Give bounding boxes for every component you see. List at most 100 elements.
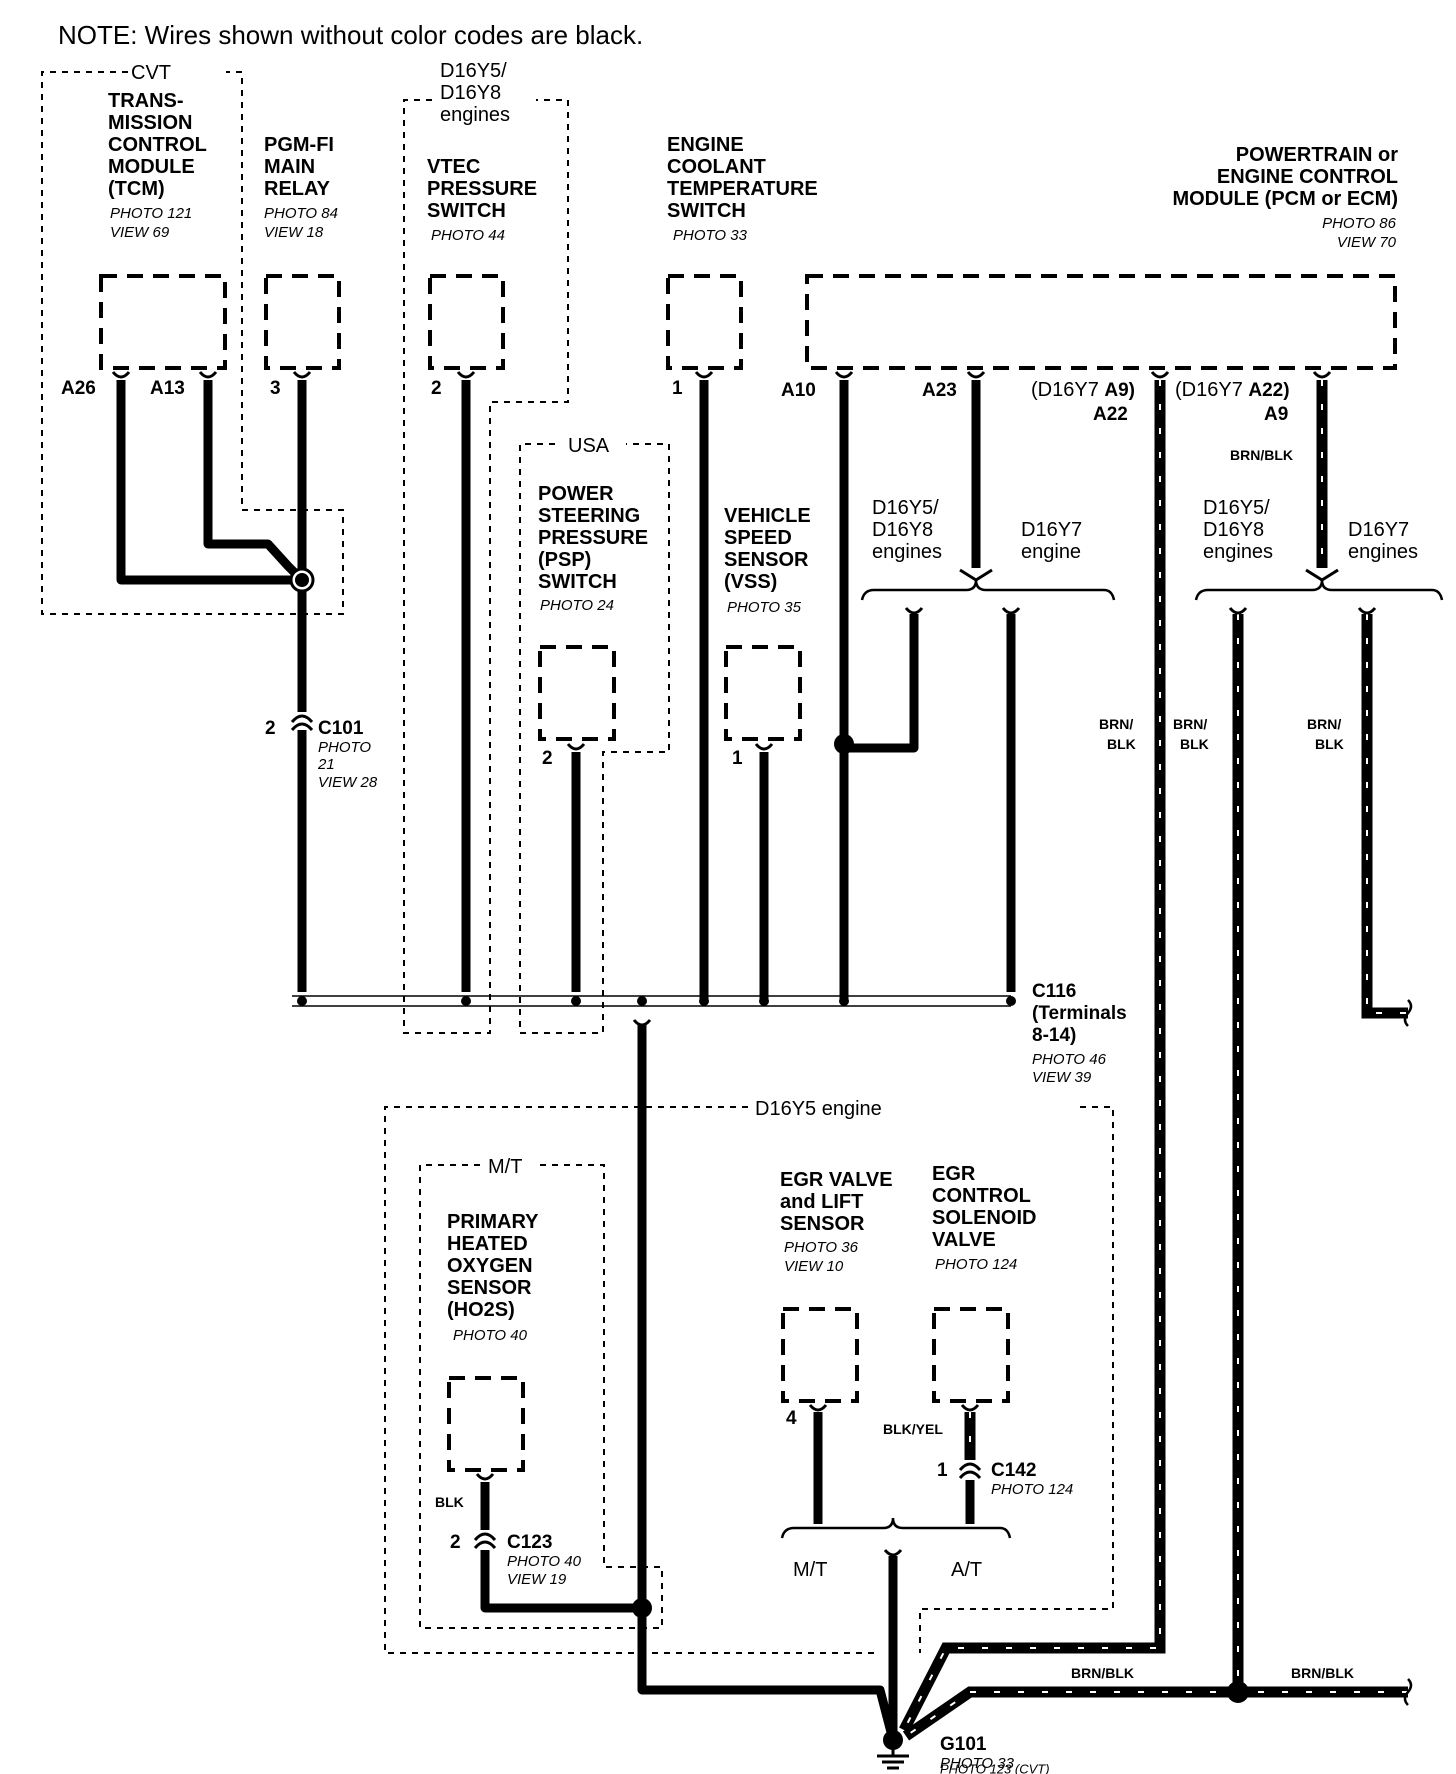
svg-text:C142: C142	[991, 1460, 1036, 1481]
svg-text:C116: C116	[1032, 981, 1076, 1002]
c123-label: C123 PHOTO 40 VIEW 19	[507, 1532, 582, 1588]
svg-text:G101: G101	[940, 1734, 987, 1755]
svg-text:8-14): 8-14)	[1032, 1025, 1076, 1046]
svg-text:A22: A22	[1093, 404, 1128, 425]
svg-text:PHOTO 33: PHOTO 33	[673, 227, 748, 244]
pin-labels: A26 A13 3 2 1 A10 A23 (D16Y7 A9) A22 (D1…	[61, 378, 1290, 1553]
vss-label: VEHICLE SPEED SENSOR (VSS) PHOTO 35	[724, 505, 811, 616]
svg-text:BRN/BLK: BRN/BLK	[1291, 1665, 1354, 1681]
svg-text:21: 21	[317, 756, 335, 773]
svg-text:PRESSURE: PRESSURE	[538, 527, 648, 549]
svg-text:BRN/: BRN/	[1173, 716, 1207, 732]
svg-text:D16Y5/: D16Y5/	[872, 497, 939, 519]
svg-text:MODULE (PCM or ECM): MODULE (PCM or ECM)	[1172, 188, 1398, 210]
wire-tcm-a13	[203, 380, 306, 584]
svg-text:BRN/BLK: BRN/BLK	[1071, 1665, 1134, 1681]
svg-text:MAIN: MAIN	[264, 156, 315, 178]
svg-text:BRN/BLK: BRN/BLK	[1230, 447, 1293, 463]
mt-group-label: M/T	[488, 1156, 522, 1178]
svg-text:BLK/YEL: BLK/YEL	[883, 1421, 943, 1437]
svg-text:2: 2	[542, 748, 553, 769]
usa-group-box	[519, 443, 670, 1034]
svg-text:POWERTRAIN or: POWERTRAIN or	[1236, 144, 1398, 166]
d16y5-engine-label: D16Y5 engine	[755, 1098, 882, 1120]
svg-text:A23: A23	[922, 380, 957, 401]
svg-text:PHOTO 44: PHOTO 44	[431, 227, 505, 244]
pcm-label: POWERTRAIN or ENGINE CONTROL MODULE (PCM…	[1172, 144, 1398, 251]
svg-text:(D16Y7 A22): (D16Y7 A22)	[1175, 379, 1290, 401]
svg-text:VIEW 28: VIEW 28	[318, 774, 378, 791]
vtec-engines-box	[403, 99, 569, 1034]
pgm-fi-relay-label: PGM-FI MAIN RELAY PHOTO 84 VIEW 18	[264, 134, 338, 241]
svg-text:VEHICLE: VEHICLE	[724, 505, 811, 527]
svg-text:PHOTO 36: PHOTO 36	[784, 1239, 859, 1256]
svg-text:PHOTO 40: PHOTO 40	[453, 1327, 528, 1344]
pgm-fi-relay-box	[264, 274, 341, 370]
svg-text:(TCM): (TCM)	[108, 178, 165, 200]
note-text: NOTE: Wires shown without color codes ar…	[58, 20, 643, 50]
wire-branch2-right	[1361, 614, 1408, 1019]
svg-text:PHOTO 121: PHOTO 121	[110, 205, 192, 222]
vtec-engines-label-2: D16Y8	[440, 82, 501, 104]
svg-text:SOLENOID: SOLENOID	[932, 1207, 1036, 1229]
svg-text:MISSION: MISSION	[108, 112, 192, 134]
svg-text:C123: C123	[507, 1532, 552, 1553]
svg-text:ENGINE: ENGINE	[667, 134, 744, 156]
cvt-group-label: CVT	[131, 62, 171, 84]
svg-text:PHOTO 123 (CVT): PHOTO 123 (CVT)	[940, 1762, 1050, 1774]
svg-text:(D16Y7 A9): (D16Y7 A9)	[1031, 379, 1135, 401]
svg-text:C101: C101	[318, 718, 364, 739]
bracket-egr	[780, 1517, 1012, 1539]
svg-text:(HO2S): (HO2S)	[447, 1299, 515, 1321]
svg-text:PHOTO 86: PHOTO 86	[1322, 215, 1397, 232]
svg-text:CONTROL: CONTROL	[932, 1185, 1031, 1207]
egr-solenoid-box	[932, 1307, 1010, 1403]
svg-text:HEATED: HEATED	[447, 1233, 528, 1255]
wire-color-labels: BRN/BLK BRN/ BLK BRN/ BLK BRN/ BLK BRN/B…	[435, 447, 1354, 1681]
svg-text:(VSS): (VSS)	[724, 571, 777, 593]
svg-text:OXYGEN: OXYGEN	[447, 1255, 533, 1277]
ground-symbol-g101	[877, 1730, 909, 1770]
svg-text:4: 4	[786, 1408, 797, 1429]
svg-text:M/T: M/T	[793, 1559, 827, 1581]
svg-text:BLK: BLK	[1315, 736, 1344, 752]
c101-label: C101 PHOTO 21 VIEW 28	[317, 718, 378, 791]
svg-text:VIEW 19: VIEW 19	[507, 1571, 567, 1588]
wire-tcm-a26	[116, 380, 302, 585]
svg-text:PHOTO: PHOTO	[318, 739, 371, 756]
svg-text:engines: engines	[1203, 541, 1273, 563]
svg-text:SENSOR: SENSOR	[724, 549, 809, 571]
wire-continuation-2	[1403, 1678, 1413, 1706]
egr-solenoid-label: EGR CONTROL SOLENOID VALVE PHOTO 124	[932, 1163, 1036, 1273]
svg-text:PHOTO 40: PHOTO 40	[507, 1553, 582, 1570]
c142-label: C142 PHOTO 124	[991, 1460, 1073, 1498]
svg-text:BLK: BLK	[435, 1494, 464, 1510]
tcm-label: TRANS- MISSION CONTROL MODULE (TCM) PHOT…	[108, 90, 207, 241]
pin-terminals	[111, 371, 1377, 1557]
bracket-pcm-a23	[860, 579, 1116, 601]
svg-text:2: 2	[265, 718, 276, 739]
svg-text:1: 1	[937, 1460, 948, 1481]
svg-text:VIEW 10: VIEW 10	[784, 1258, 844, 1275]
tcm-box	[99, 274, 227, 370]
svg-text:2: 2	[450, 1532, 461, 1553]
usa-group-label: USA	[568, 435, 610, 457]
svg-text:SENSOR: SENSOR	[780, 1213, 865, 1235]
svg-text:EGR VALVE: EGR VALVE	[780, 1169, 893, 1191]
svg-text:engine: engine	[1021, 541, 1081, 563]
d16y5-engine-box	[384, 1106, 1114, 1654]
svg-text:VIEW 18: VIEW 18	[264, 224, 324, 241]
ect-switch-box	[666, 274, 743, 370]
vtec-switch-box	[428, 274, 505, 370]
egr-valve-box	[781, 1307, 859, 1403]
svg-text:engines: engines	[1348, 541, 1418, 563]
svg-text:PHOTO 124: PHOTO 124	[935, 1256, 1017, 1273]
branch-labels: D16Y5/ D16Y8 engines D16Y7 engine D16Y5/…	[793, 497, 1418, 1581]
wire-c116-to-g101	[637, 1024, 897, 1738]
svg-text:A13: A13	[150, 378, 185, 399]
svg-text:SWITCH: SWITCH	[538, 571, 617, 593]
wire-c123-to-junction	[480, 1550, 642, 1613]
c116-bus	[292, 995, 1016, 1007]
svg-text:2: 2	[431, 378, 442, 399]
